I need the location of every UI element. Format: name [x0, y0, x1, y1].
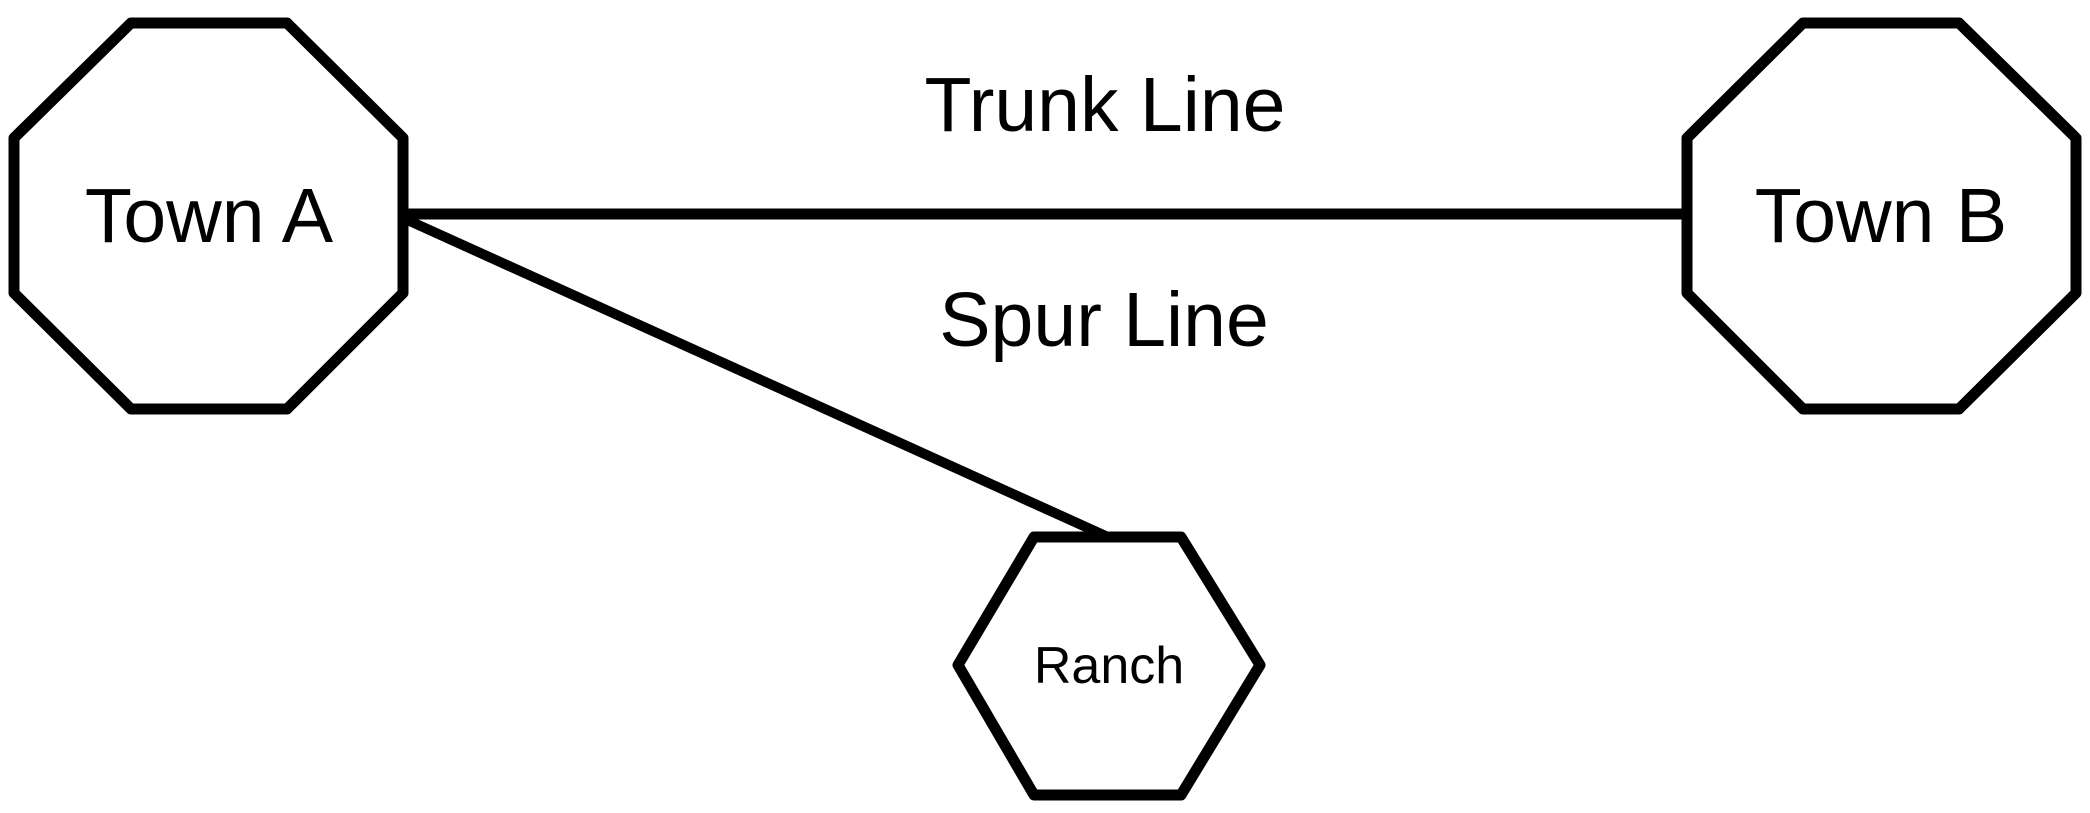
town-b-octagon [1681, 17, 2082, 415]
town-b-label: Town B [1755, 173, 2008, 259]
town-b-node: Town B [1681, 17, 2082, 415]
ranch-node: Ranch [952, 531, 1266, 801]
ranch-label: Ranch [1034, 637, 1184, 695]
town-a-label: Town A [85, 173, 334, 259]
trunk-line-label: Trunk Line [925, 62, 1286, 148]
ranch-hexagon [952, 531, 1266, 801]
spur-line-label: Spur Line [939, 277, 1269, 363]
town-a-node: Town A [8, 17, 409, 415]
town-a-octagon [8, 17, 409, 415]
spur-line-edge [400, 213, 1111, 542]
